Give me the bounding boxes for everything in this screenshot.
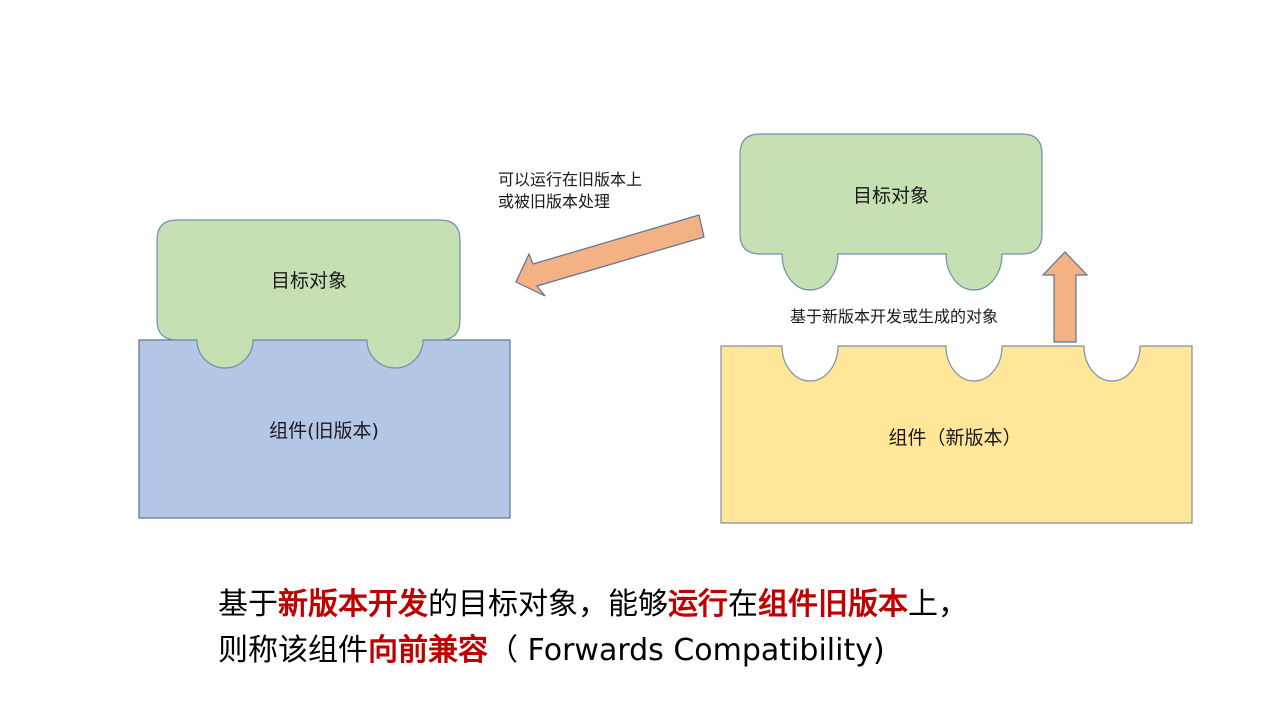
left-target-object-shape (156, 219, 461, 369)
caption-text: 基于 (218, 587, 278, 622)
old-component-label: 组件(旧版本) (269, 420, 379, 442)
up-arrow (1041, 251, 1089, 343)
caption-text: （ Forwards Compatibility) (488, 633, 885, 668)
right-target-label: 目标对象 (853, 185, 929, 207)
left-target-label: 目标对象 (271, 270, 347, 292)
caption-text: 则称该组件 (218, 633, 368, 668)
caption-text: 在 (728, 587, 758, 622)
caption-highlight: 新版本开发 (278, 587, 428, 622)
caption-highlight: 运行 (668, 587, 728, 622)
new-component-block (720, 345, 1193, 524)
caption-text: 的目标对象，能够 (428, 587, 668, 622)
caption-line-2: 则称该组件向前兼容（ Forwards Compatibility) (218, 628, 968, 674)
compat-arrow (515, 214, 705, 297)
right-target-object-shape (739, 133, 1043, 291)
definition-caption: 基于新版本开发的目标对象，能够运行在组件旧版本上， 则称该组件向前兼容（ For… (218, 582, 968, 674)
caption-highlight: 组件旧版本 (758, 587, 908, 622)
old-component-block (138, 339, 511, 519)
caption-text: 上， (908, 587, 968, 622)
caption-line-1: 基于新版本开发的目标对象，能够运行在组件旧版本上， (218, 582, 968, 628)
new-component-label: 组件（新版本） (888, 427, 1021, 449)
built-on-new-label: 基于新版本开发或生成的对象 (790, 307, 998, 326)
arrow-note-line1: 可以运行在旧版本上 (498, 170, 642, 189)
caption-highlight: 向前兼容 (368, 633, 488, 668)
arrow-note-line2: 或被旧版本处理 (498, 192, 610, 211)
